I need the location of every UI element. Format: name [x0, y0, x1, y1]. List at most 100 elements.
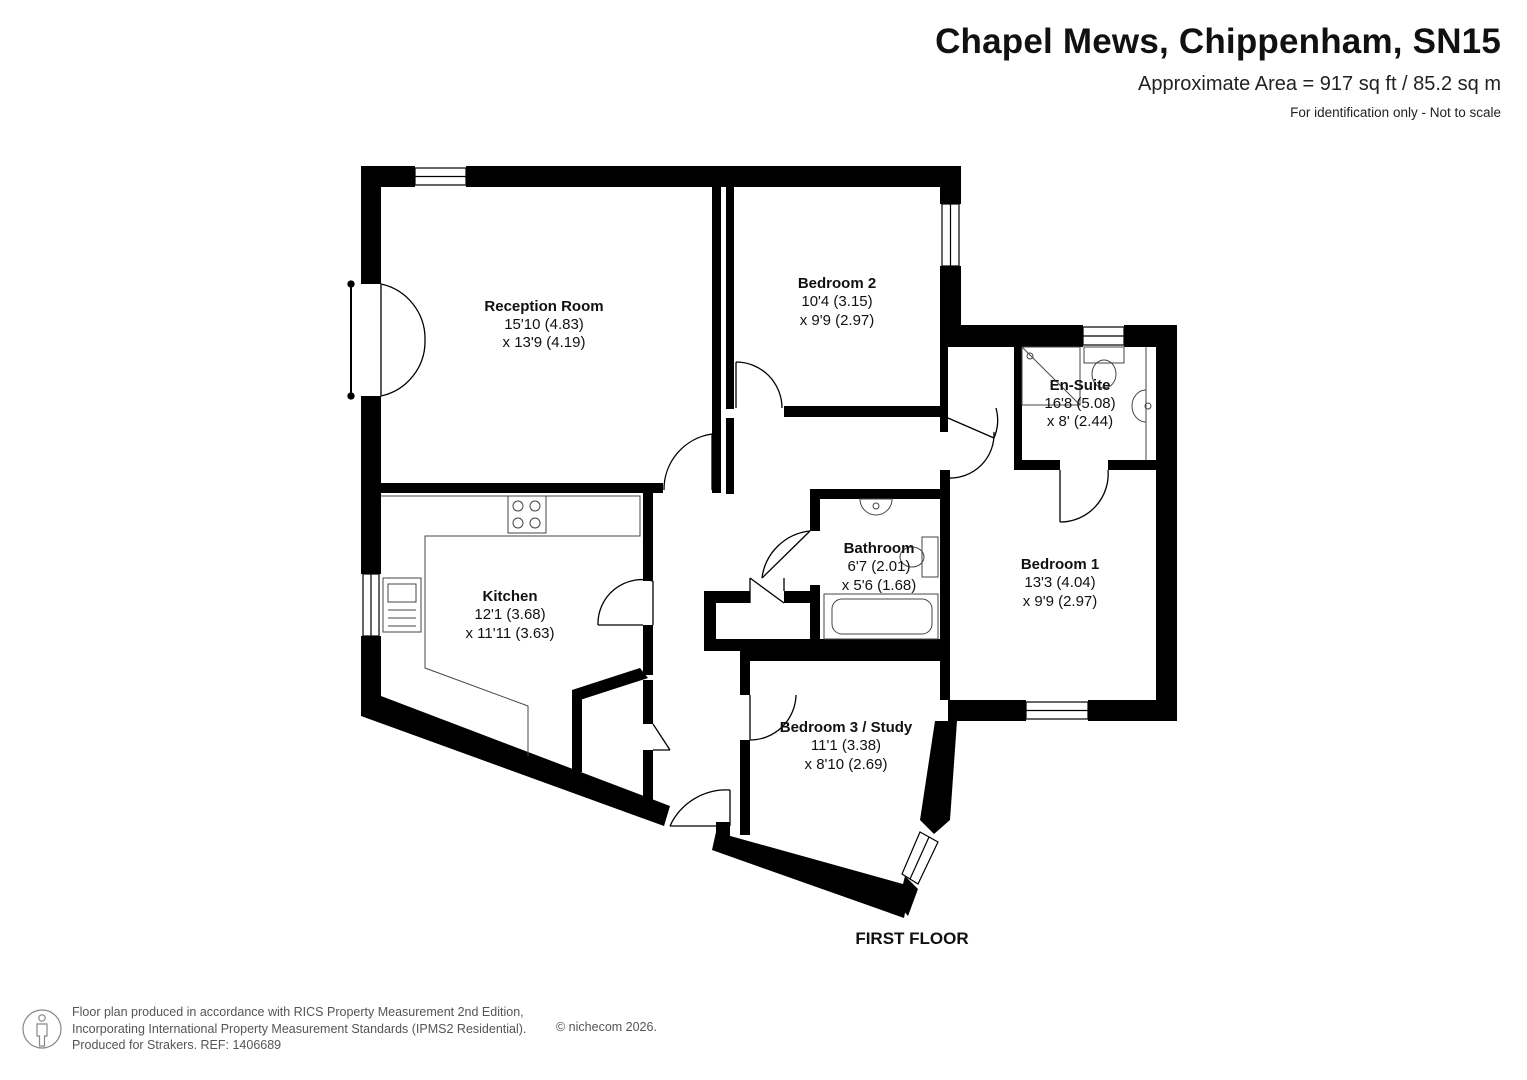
wall-bed2-right-lower	[940, 266, 961, 340]
wall-bathroom-left-lower	[810, 585, 820, 645]
windows	[362, 167, 1125, 885]
external-walls	[361, 166, 1177, 918]
sink-icon	[382, 577, 422, 633]
window-bed3-corner	[901, 831, 939, 885]
bath-icon	[823, 593, 939, 640]
wall-reception-bed2	[712, 187, 721, 493]
wall-cupboard2-top-right	[784, 591, 814, 603]
wall-bed2-left	[726, 187, 734, 409]
footer-copyright: © nichecom 2026.	[556, 1020, 657, 1034]
kitchen-dim2: x 11'11 (3.63)	[465, 625, 554, 642]
wall-cupboard-left	[572, 690, 582, 772]
bathroom-dim2: x 5'6 (1.68)	[842, 577, 917, 594]
wall-bed3-right	[920, 721, 957, 834]
wall-reception-bottom	[381, 483, 663, 493]
door-airing-cupboard	[749, 577, 785, 604]
wall-entry-stub	[716, 822, 730, 838]
wall-bed2-right-upper	[940, 166, 961, 204]
bedroom2-dim1: 10'4 (3.15)	[801, 293, 872, 310]
wall-ensuite-left	[1014, 340, 1022, 468]
window-kitchen-left	[362, 573, 380, 637]
doors	[347, 280, 1109, 827]
wall-kitchen-right-upper	[643, 493, 653, 581]
door-ensuite	[1059, 469, 1109, 523]
bedroom1-dim2: x 9'9 (2.97)	[1023, 593, 1098, 610]
wall-bed3-top	[740, 651, 950, 661]
door-ensuite-hall	[947, 407, 999, 439]
door-hall-bed1	[947, 431, 995, 479]
wall-bed1-bottom-left	[948, 700, 1026, 721]
wall-bottom-diagonal-left	[361, 696, 670, 826]
wall-ensuite-hall-left	[940, 340, 948, 432]
footer-line-2: Incorporating International Property Mea…	[72, 1021, 527, 1036]
window-bed1-bottom	[1025, 701, 1089, 720]
internal-walls	[381, 187, 1158, 835]
bedroom1-dim1: 13'3 (4.04)	[1024, 574, 1095, 591]
wall-bed3-bottom	[712, 832, 910, 918]
wall-cupboard-right-lower	[643, 750, 653, 802]
floor-label: FIRST FLOOR	[855, 929, 968, 948]
wall-ensuite-top-left	[940, 325, 1083, 347]
scale-note: For identification only - Not to scale	[1290, 105, 1501, 120]
window-bed2-right	[941, 203, 960, 267]
wall-top-right	[466, 166, 961, 187]
window-ensuite-top	[1082, 326, 1125, 346]
hob-icon	[507, 495, 547, 534]
wall-bathroom-bottom	[810, 639, 950, 651]
ensuite-dim1: 16'8 (5.08)	[1044, 395, 1115, 412]
door-bedroom2	[735, 361, 783, 409]
toilet-icon	[899, 536, 939, 578]
ensuite-name: En-Suite	[1050, 377, 1111, 394]
kitchen-name: Kitchen	[482, 588, 537, 605]
wall-bed1-left	[940, 470, 950, 700]
wall-bathroom-left-upper	[810, 489, 820, 531]
bathroom-dim1: 6'7 (2.01)	[848, 558, 911, 575]
french-doors-reception	[347, 280, 426, 400]
footer-line-1: Floor plan produced in accordance with R…	[72, 1005, 524, 1019]
kitchen-dim1: 12'1 (3.68)	[474, 606, 545, 623]
wall-hall-left	[726, 418, 734, 494]
bedroom2-name: Bedroom 2	[798, 275, 876, 292]
bedroom3-dim2: x 8'10 (2.69)	[805, 756, 888, 773]
wall-bathroom-top	[810, 489, 940, 499]
ensuite-basin-icon	[1131, 347, 1152, 460]
door-cupboard-kitchen	[652, 723, 671, 751]
wall-left-middle	[361, 396, 381, 574]
reception-dim1: 15'10 (4.83)	[504, 316, 584, 333]
basin-icon	[859, 498, 893, 516]
bedroom2-dim2: x 9'9 (2.97)	[800, 312, 875, 329]
bedroom1-name: Bedroom 1	[1021, 556, 1099, 573]
wall-cupboard-right-upper	[643, 680, 653, 724]
wall-left-upper	[361, 166, 381, 284]
shower-icon	[1021, 346, 1081, 406]
door-entrance	[669, 789, 731, 827]
window-reception-top	[414, 167, 467, 186]
bedroom3-dim1: 11'1 (3.38)	[811, 737, 881, 754]
wall-bed2-bottom	[784, 406, 948, 417]
ensuite-toilet-icon	[1083, 346, 1125, 389]
plan-title: Chapel Mews, Chippenham, SN15	[935, 22, 1501, 61]
wall-ensuite-bottom-left	[1014, 460, 1060, 470]
reception-name: Reception Room	[484, 298, 603, 315]
ensuite-dim2: x 8' (2.44)	[1047, 413, 1113, 430]
person-outline-icon	[22, 1009, 62, 1049]
wall-bed1-bottom-right	[1088, 700, 1177, 721]
door-bathroom	[761, 530, 811, 579]
reception-dim2: x 13'9 (4.19)	[503, 334, 586, 351]
door-reception	[663, 433, 713, 491]
door-bedroom3	[749, 694, 797, 741]
wall-cupboard2-bottom	[704, 639, 814, 651]
bedroom3-name: Bedroom 3 / Study	[780, 719, 913, 736]
wall-ensuite-bottom-right	[1108, 460, 1158, 470]
door-kitchen	[597, 578, 654, 626]
wall-right	[1156, 325, 1177, 721]
wall-kitchen-right-middle	[643, 625, 653, 675]
bathroom-name: Bathroom	[844, 540, 915, 557]
wall-bed3-left-lower	[740, 740, 750, 835]
kitchen-worktop	[381, 495, 641, 756]
footer-line-3: Produced for Strakers. REF: 1406689	[72, 1038, 282, 1052]
wall-cupboard-top	[572, 668, 648, 700]
wall-bed3-left-upper	[740, 651, 750, 695]
wall-corner	[898, 876, 918, 916]
